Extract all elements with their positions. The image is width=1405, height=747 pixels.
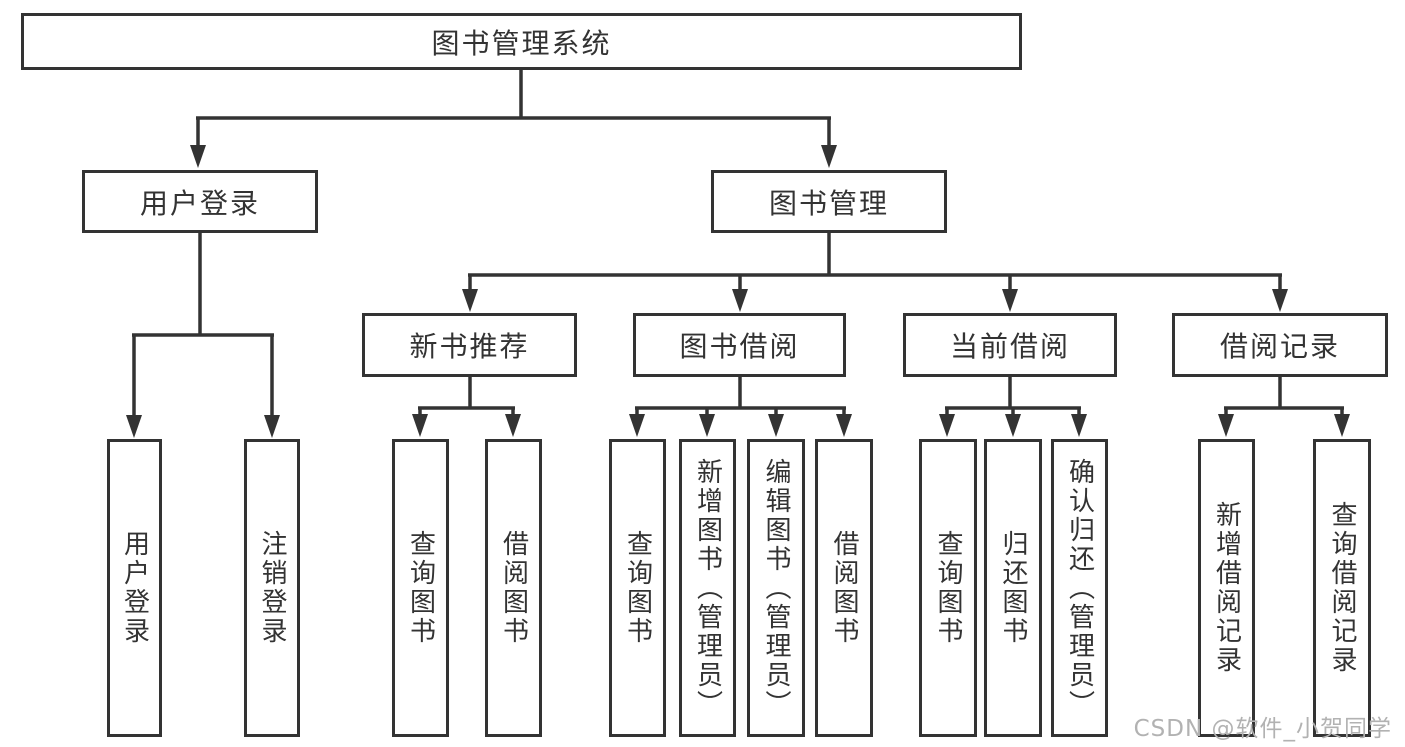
node-label: 新增借阅记录 [1211,501,1242,675]
node-label: 查询图书 [933,530,963,646]
node-label: 查询图书 [405,530,436,646]
node-label: 用户登录 [139,186,260,220]
node-label: 当前借阅 [949,330,1070,363]
node-book-borrowing: 图书借阅 [633,313,846,377]
leaf-return-book: 归还图书 [984,439,1042,737]
connector-edges [132,70,1344,420]
node-label: 编辑图书（管理员） [761,457,791,719]
node-user-login: 用户登录 [82,170,318,233]
node-label: 确认归还（管理员） [1064,457,1095,719]
node-label: 查询图书 [622,530,653,646]
node-label: 图书管理系统 [431,26,612,60]
csdn-watermark: CSDN @软件_小贺同学 [1133,716,1392,742]
leaf-query-books-recommend: 查询图书 [392,439,449,737]
leaf-query-borrow-record: 查询借阅记录 [1313,439,1371,737]
leaf-query-books-current: 查询图书 [919,439,977,737]
leaf-logout: 注销登录 [244,439,300,737]
arrowhead-icons [126,145,1350,438]
node-label: 借阅记录 [1219,330,1340,363]
node-label: 用户登录 [119,530,150,646]
node-borrowing-records: 借阅记录 [1172,313,1388,377]
node-label: 新增图书（管理员） [692,457,723,719]
leaf-add-borrow-record: 新增借阅记录 [1198,439,1255,737]
leaf-borrow-books-recommend: 借阅图书 [485,439,542,737]
node-new-book-recommendation: 新书推荐 [362,313,577,377]
node-label: 新书推荐 [409,330,530,363]
node-label: 借阅图书 [498,530,529,646]
node-book-management: 图书管理 [711,170,947,233]
node-label: 图书管理 [768,186,889,220]
leaf-add-book-admin: 新增图书（管理员） [679,439,736,737]
leaf-user-login: 用户登录 [107,439,162,737]
node-label: 借阅图书 [829,530,859,646]
node-library-management-system: 图书管理系统 [21,13,1022,70]
node-label: 查询借阅记录 [1327,501,1357,675]
node-label: 图书借阅 [679,330,800,363]
node-current-borrowing: 当前借阅 [903,313,1117,377]
leaf-query-books-borrowing: 查询图书 [609,439,666,737]
node-label: 归还图书 [998,530,1028,646]
leaf-confirm-return-admin: 确认归还（管理员） [1051,439,1108,737]
leaf-borrow-books-borrowing: 借阅图书 [815,439,873,737]
node-label: 注销登录 [257,530,287,646]
leaf-edit-book-admin: 编辑图书（管理员） [747,439,805,737]
